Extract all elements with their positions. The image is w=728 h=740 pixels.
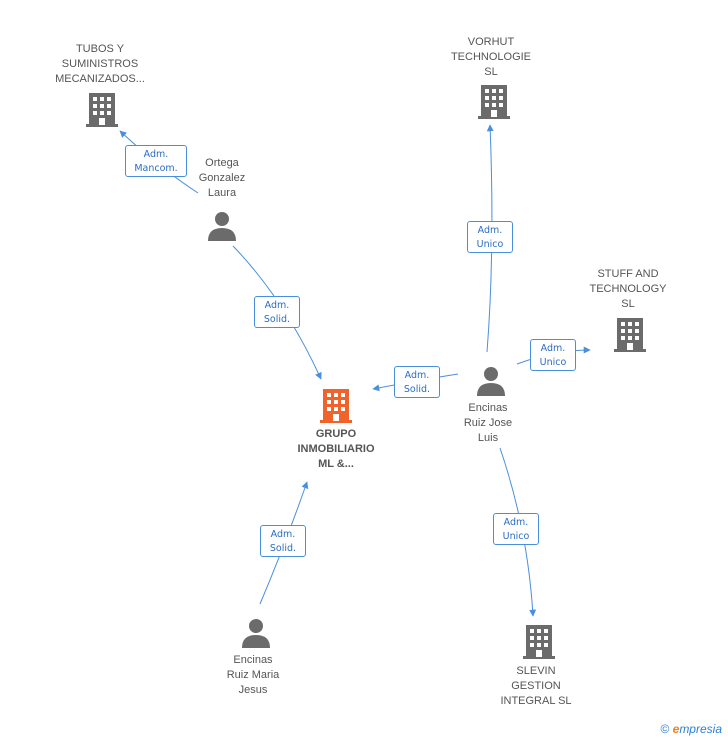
node-label-vorhut[interactable]: VORHUT TECHNOLOGIE SL [450, 36, 532, 78]
person-icon[interactable] [241, 618, 271, 648]
node-label-slevin[interactable]: SLEVIN GESTION INTEGRAL SL [500, 665, 572, 707]
copyright-symbol: © [660, 722, 670, 736]
edge-label-jose-grupo[interactable]: Adm. Solid. [394, 366, 440, 398]
building-icon[interactable] [614, 318, 646, 352]
brand-logo-initial: e [672, 722, 680, 736]
edge-label-maria-grupo[interactable]: Adm. Solid. [260, 525, 306, 557]
main-company-building-icon[interactable] [320, 389, 352, 423]
node-label-encinas-maria[interactable]: Encinas Ruiz Maria Jesus [226, 654, 280, 696]
edge-label-jose-slevin[interactable]: Adm. Unico [493, 513, 539, 545]
building-icon[interactable] [86, 93, 118, 127]
person-icon[interactable] [207, 211, 237, 241]
node-label-stuff[interactable]: STUFF AND TECHNOLOGY SL [589, 268, 667, 310]
node-label-grupo[interactable]: GRUPO INMOBILIARIO ML &... [297, 428, 375, 470]
edge-label-ortega-grupo[interactable]: Adm. Solid. [254, 296, 300, 328]
building-icon[interactable] [478, 85, 510, 119]
brand-logo-text: mpresia [679, 722, 722, 736]
node-label-encinas-jose[interactable]: Encinas Ruiz Jose Luis [463, 402, 513, 444]
edge-label-ortega-tubos[interactable]: Adm. Mancom. [125, 145, 187, 177]
node-label-tubos[interactable]: TUBOS Y SUMINISTROS MECANIZADOS... [55, 43, 145, 85]
edge-label-jose-vorhut[interactable]: Adm. Unico [467, 221, 513, 253]
building-icon[interactable] [523, 625, 555, 659]
person-icon[interactable] [476, 366, 506, 396]
node-label-ortega[interactable]: Ortega Gonzalez Laura [198, 157, 246, 199]
brand-footer: © empresia [660, 722, 722, 736]
edge-label-jose-stuff[interactable]: Adm. Unico [530, 339, 576, 371]
